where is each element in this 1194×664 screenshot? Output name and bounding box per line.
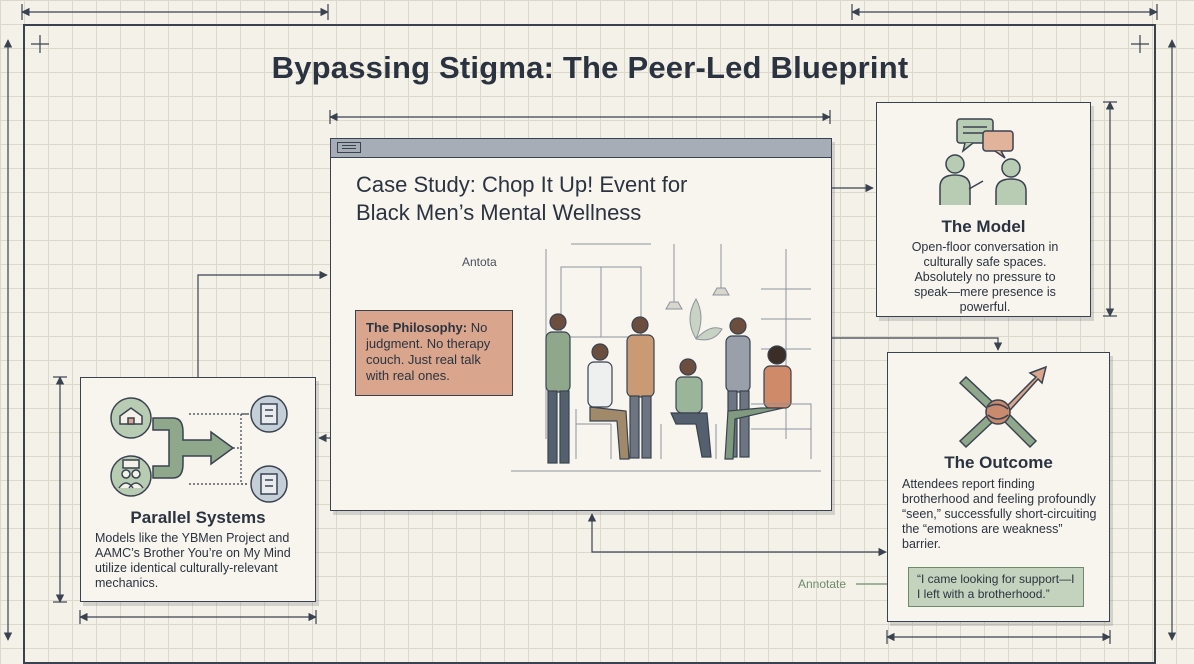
- conversation-icon: [939, 118, 1027, 205]
- antota-annotation: Antota: [462, 255, 497, 269]
- model-text: Open-floor conversation in culturally sa…: [911, 240, 1059, 314]
- parallel-systems-icon: [110, 395, 288, 503]
- case-study-title-line2: Black Men’s Mental Wellness: [356, 200, 642, 225]
- arrow-case-to-outcome: [832, 337, 1003, 351]
- case-study-title-line1: Case Study: Chop It Up! Event for: [356, 172, 688, 197]
- philosophy-callout: The Philosophy: No judgment. No therapy …: [355, 310, 513, 396]
- menu-icon: [337, 142, 361, 153]
- case-study-panel: Case Study: Chop It Up! Event for Black …: [330, 138, 832, 511]
- arrow-parallel-to-case: [197, 270, 328, 377]
- window-title-bar: [331, 139, 831, 158]
- parallel-systems-panel: Parallel Systems Models like the YBMen P…: [80, 377, 316, 602]
- handshake-growth-icon: [958, 365, 1048, 449]
- page-title: Bypassing Stigma: The Peer-Led Blueprint: [271, 50, 909, 85]
- outcome-text: Attendees report finding brotherhood and…: [902, 477, 1097, 551]
- model-title: The Model: [941, 217, 1026, 236]
- group-conversation-illustration: [511, 243, 821, 472]
- parallel-text: Models like the YBMen Project and AAMC’s…: [95, 531, 291, 590]
- arrow-outcome-to-case: [587, 513, 887, 557]
- model-panel: The Model Open-floor conversation in cul…: [876, 102, 1091, 317]
- philosophy-text: No judgment. No therapy couch. Just real…: [366, 320, 491, 383]
- philosophy-label: The Philosophy:: [366, 320, 468, 335]
- testimonial-quote: “I came looking for support—I I left wit…: [908, 567, 1084, 607]
- annotate-label: Annotate: [798, 577, 847, 591]
- crosshair-left: [31, 35, 49, 53]
- parallel-title: Parallel Systems: [130, 508, 266, 527]
- case-study-title: Case Study: Chop It Up! Event for Black …: [356, 171, 756, 227]
- crosshair-right: [1131, 35, 1149, 53]
- outcome-title: The Outcome: [944, 453, 1053, 472]
